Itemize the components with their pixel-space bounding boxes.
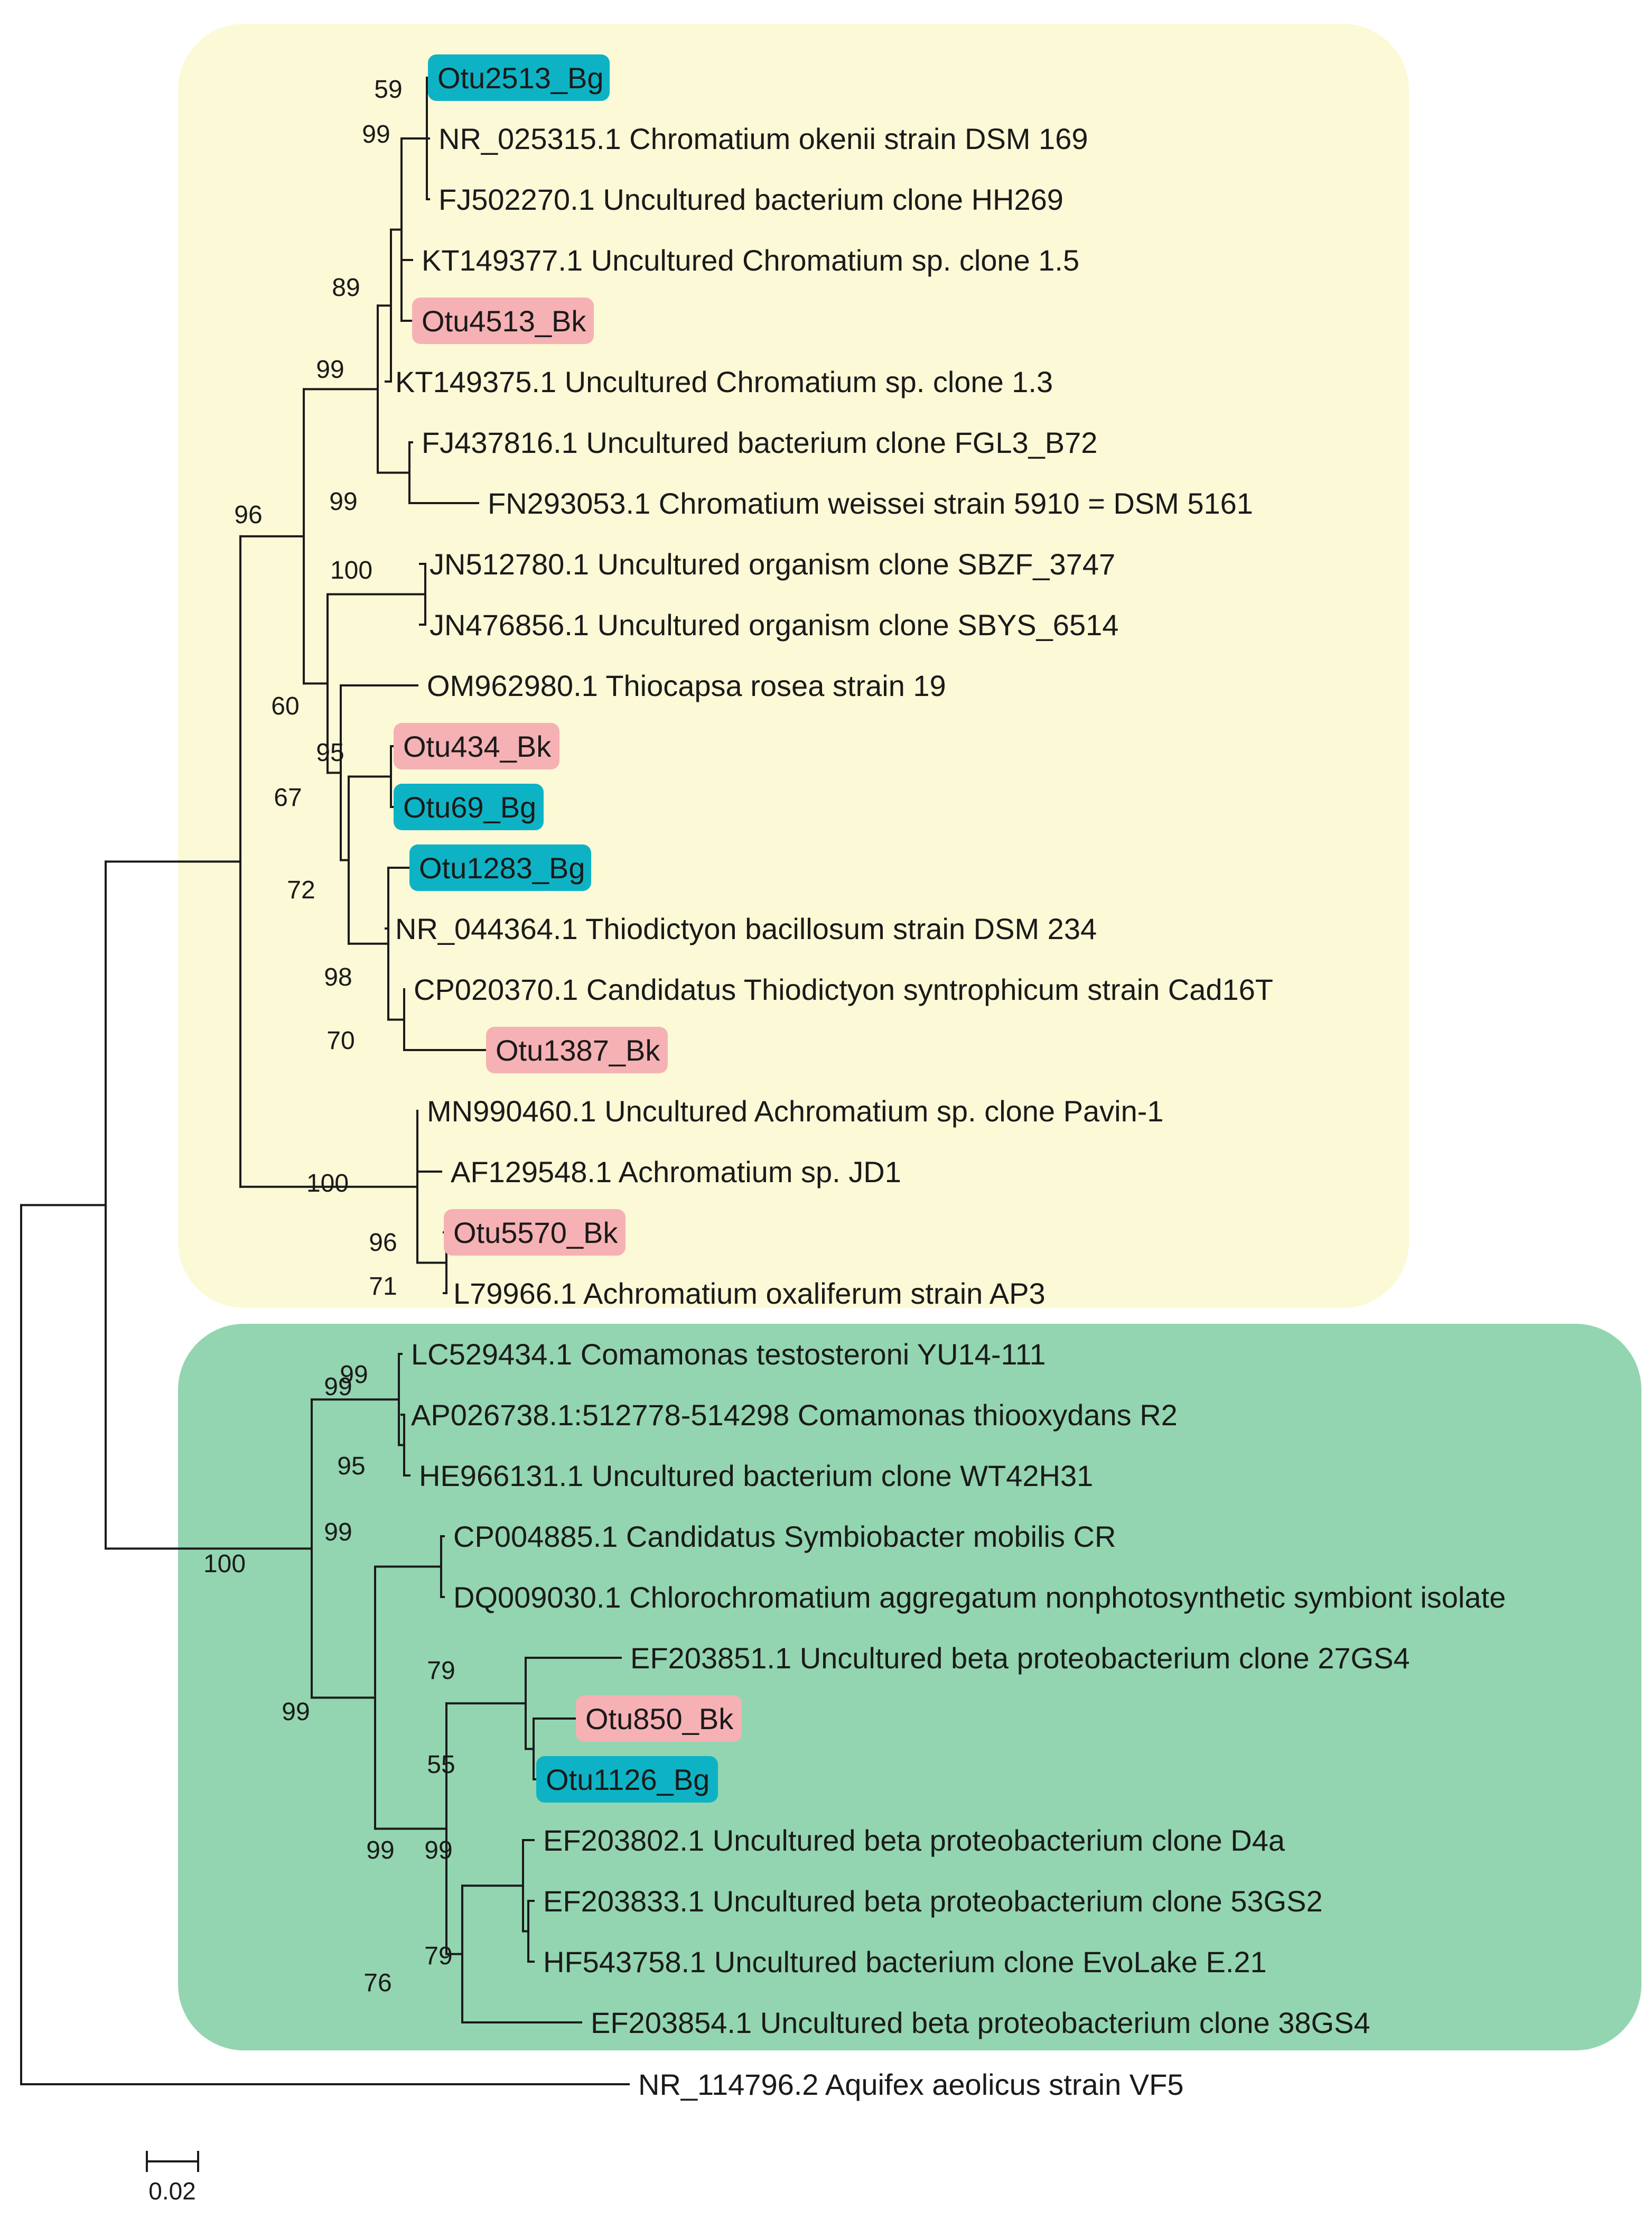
leaf-label: EF203854.1 Uncultured beta proteobacteri… xyxy=(591,2006,1370,2039)
leaf-label: Otu1126_Bg xyxy=(546,1763,710,1796)
support-value: 79 xyxy=(427,1657,455,1685)
support-value: 99 xyxy=(282,1698,310,1726)
support-value: 100 xyxy=(306,1169,349,1197)
support-value: 99 xyxy=(324,1373,352,1401)
tree-branches xyxy=(20,77,630,2085)
support-value: 99 xyxy=(424,1836,452,1864)
leaf-label: EF203802.1 Uncultured beta proteobacteri… xyxy=(543,1824,1285,1857)
highlight-box-bk xyxy=(394,723,559,769)
leaf-label: HF543758.1 Uncultured bacterium clone Ev… xyxy=(543,1945,1267,1979)
support-value: 98 xyxy=(324,963,352,991)
support-value: 99 xyxy=(362,120,390,148)
support-value: 99 xyxy=(329,488,357,516)
leaf-label: KT149377.1 Uncultured Chromatium sp. clo… xyxy=(422,244,1079,277)
support-value: 99 xyxy=(324,1518,352,1546)
support-value: 60 xyxy=(271,692,299,720)
leaf-label: HE966131.1 Uncultured bacterium clone WT… xyxy=(419,1459,1093,1492)
highlight-box-bk xyxy=(444,1209,626,1256)
leaf-label: AP026738.1:512778-514298 Comamonas thioo… xyxy=(411,1398,1178,1432)
highlight-box-bg xyxy=(409,844,591,891)
leaf-label: Otu4513_Bk xyxy=(422,304,586,338)
support-value: 96 xyxy=(234,501,262,529)
leaf-label: OM962980.1 Thiocapsa rosea strain 19 xyxy=(427,669,946,702)
chromatiaceae-clade-panel xyxy=(178,24,1409,1308)
highlight-box-bk xyxy=(576,1695,742,1742)
leaf-label: MN990460.1 Uncultured Achromatium sp. cl… xyxy=(427,1094,1164,1128)
support-value: 99 xyxy=(316,356,344,384)
support-value: 71 xyxy=(369,1273,397,1301)
support-value: 100 xyxy=(203,1550,246,1578)
support-value: 99 xyxy=(340,1361,368,1389)
leaf-label: FJ437816.1 Uncultured bacterium clone FG… xyxy=(422,426,1097,459)
leaf-label: Otu5570_Bk xyxy=(453,1216,618,1249)
leaf-label: Otu434_Bk xyxy=(403,730,552,763)
leaf-label: Otu2513_Bg xyxy=(437,61,603,95)
leaf-label: L79966.1 Achromatium oxaliferum strain A… xyxy=(453,1277,1046,1310)
leaf-label: Otu850_Bk xyxy=(585,1702,734,1735)
leaf-label: FJ502270.1 Uncultured bacterium clone HH… xyxy=(438,183,1063,216)
leaf-label: JN512780.1 Uncultured organism clone SBZ… xyxy=(430,547,1115,581)
leaf-label: DQ009030.1 Chlorochromatium aggregatum n… xyxy=(453,1581,1506,1614)
support-value: 55 xyxy=(427,1751,455,1779)
highlight-box-bk xyxy=(412,298,594,344)
leaf-label: Otu1283_Bg xyxy=(419,851,585,885)
support-value: 89 xyxy=(332,274,360,302)
leaf-label: EF203851.1 Uncultured beta proteobacteri… xyxy=(630,1641,1410,1675)
leaf-label: CP004885.1 Candidatus Symbiobacter mobil… xyxy=(453,1520,1116,1553)
highlight-box-bg xyxy=(394,784,544,830)
support-value: 67 xyxy=(274,784,302,812)
highlight-box-bg xyxy=(428,54,610,101)
highlight-box-bk xyxy=(486,1027,668,1073)
leaf-label: NR_114796.2 Aquifex aeolicus strain VF5 xyxy=(638,2068,1183,2101)
support-value: 70 xyxy=(326,1027,354,1055)
leaf-label: EF203833.1 Uncultured beta proteobacteri… xyxy=(543,1884,1323,1918)
support-value: 95 xyxy=(316,739,344,767)
comamonadaceae-clade-panel xyxy=(178,1324,1641,2050)
support-value: 95 xyxy=(337,1452,365,1480)
support-value: 79 xyxy=(424,1942,452,1970)
support-value: 96 xyxy=(369,1229,397,1257)
support-value: 72 xyxy=(287,876,315,904)
leaf-label: FN293053.1 Chromatium weissei strain 591… xyxy=(488,487,1253,520)
leaf-label: NR_025315.1 Chromatium okenii strain DSM… xyxy=(438,122,1088,155)
scale-bar: 0.02 xyxy=(146,2151,199,2205)
scale-bar-label: 0.02 xyxy=(148,2177,196,2205)
support-value: 99 xyxy=(366,1836,394,1864)
leaf-label: Otu69_Bg xyxy=(403,791,536,824)
support-value: 100 xyxy=(330,556,372,584)
highlight-box-bg xyxy=(536,1756,718,1803)
leaf-label: JN476856.1 Uncultured organism clone SBY… xyxy=(430,608,1118,642)
leaf-label: LC529434.1 Comamonas testosteroni YU14-1… xyxy=(411,1338,1046,1371)
support-values: 5999899999961006095677298709910096719995… xyxy=(203,76,455,1997)
leaf-label: CP020370.1 Candidatus Thiodictyon syntro… xyxy=(414,973,1273,1006)
leaf-label: Otu1387_Bk xyxy=(496,1034,660,1067)
leaf-label: AF129548.1 Achromatium sp. JD1 xyxy=(451,1155,901,1189)
leaf-label: KT149375.1 Uncultured Chromatium sp. clo… xyxy=(395,365,1053,398)
leaf-label: NR_044364.1 Thiodictyon bacillosum strai… xyxy=(395,912,1097,945)
support-value: 76 xyxy=(363,1969,391,1997)
support-value: 59 xyxy=(374,76,402,104)
